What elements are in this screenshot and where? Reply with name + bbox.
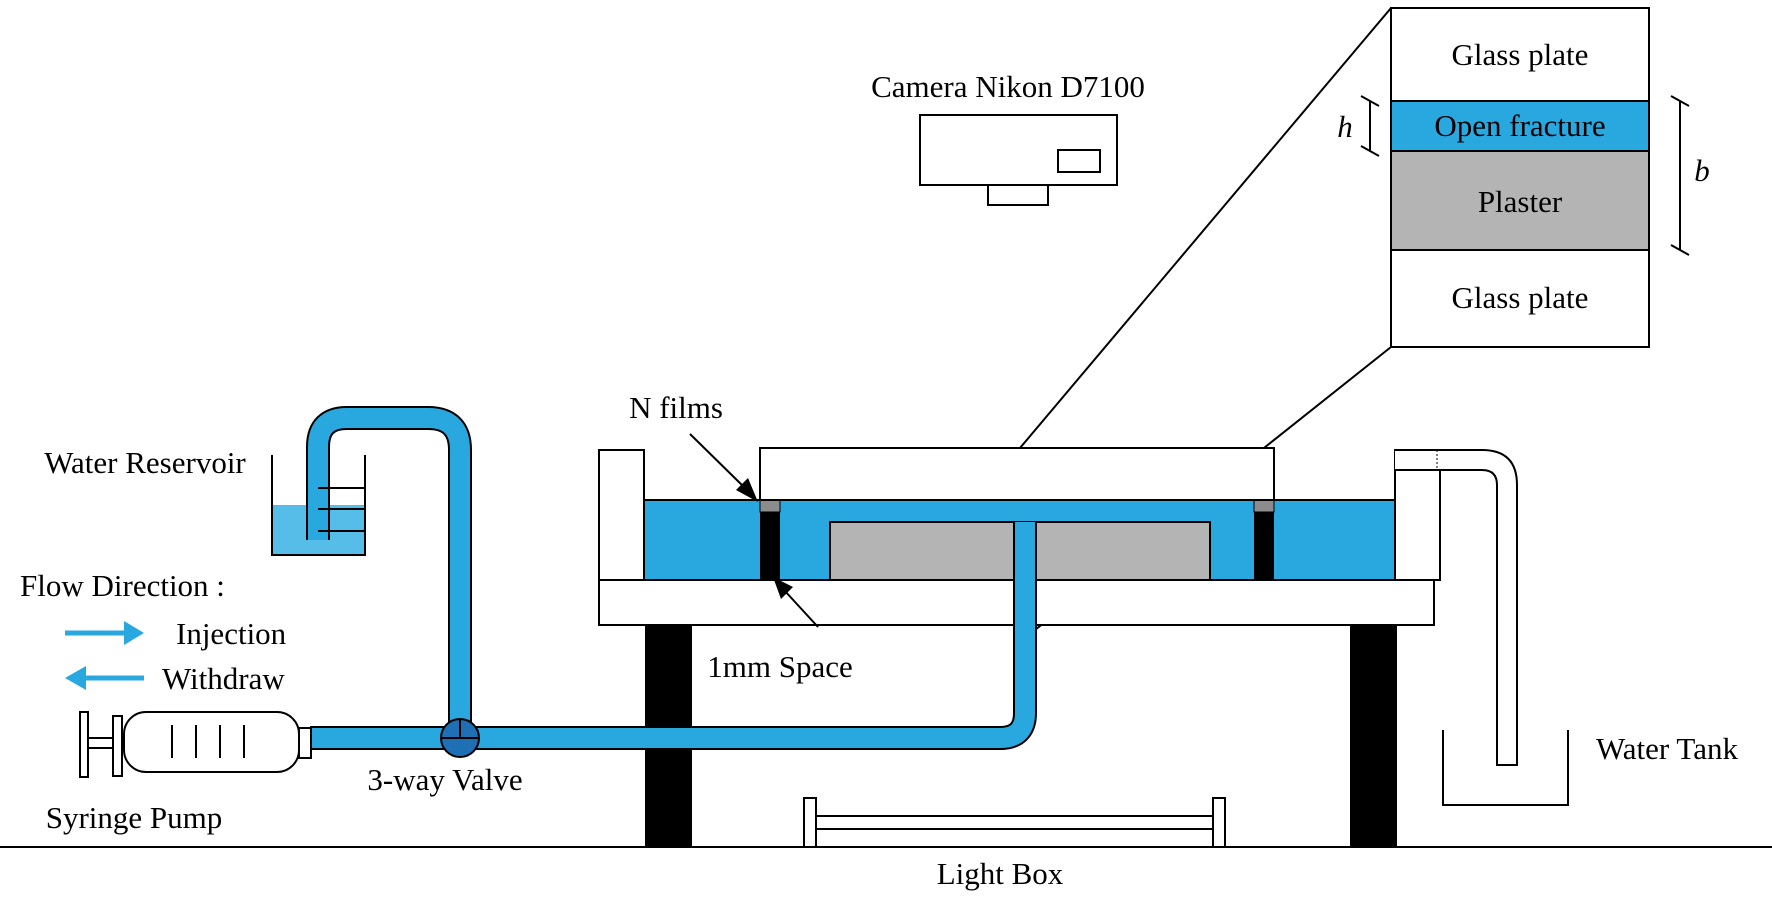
water-reservoir-label: Water Reservoir [44, 445, 246, 480]
injection-label: Injection [176, 616, 287, 651]
camera-label: Camera Nikon D7100 [871, 69, 1145, 104]
glass-plate-top-label: Glass plate [1452, 37, 1589, 72]
flow-direction-label: Flow Direction : [20, 568, 225, 603]
light-box [803, 797, 1226, 848]
n-films-label: N films [629, 390, 723, 425]
spacer-left [760, 500, 780, 580]
spacer-right [1254, 500, 1274, 580]
open-fracture-layer [1390, 100, 1650, 152]
b-dimension [1670, 95, 1690, 256]
zoom-line-top [1019, 7, 1392, 449]
film-left [759, 499, 781, 513]
plaster-label: Plaster [1478, 184, 1563, 219]
water-tank [1442, 730, 1569, 806]
reservoir-scale [318, 487, 365, 532]
film-right [1253, 499, 1275, 513]
main-tubing [308, 408, 1035, 748]
left-wall [598, 449, 645, 581]
three-way-valve-label: 3-way Valve [367, 762, 522, 797]
table-leg-right [1350, 625, 1397, 847]
three-way-valve [440, 718, 480, 758]
light-box-label: Light Box [937, 856, 1064, 891]
b-label: b [1694, 153, 1710, 188]
withdraw-arrow [65, 666, 144, 690]
top-glass-plate [759, 447, 1275, 501]
plaster-layer [1390, 150, 1650, 251]
cross-section-inset [1390, 7, 1650, 348]
h-dimension [1360, 95, 1380, 157]
water-tank-label: Water Tank [1596, 731, 1738, 766]
open-fracture-label: Open fracture [1434, 108, 1605, 143]
syringe-pump [79, 711, 312, 778]
syringe-pump-label: Syringe Pump [46, 800, 223, 835]
n-films-arrow [689, 433, 758, 502]
one-mm-space-label: 1mm Space [707, 649, 853, 684]
withdraw-label: Withdraw [162, 661, 285, 696]
outlet-tube [1395, 449, 1518, 766]
one-mm-space-arrow [773, 577, 819, 628]
glass-plate-bottom-label: Glass plate [1452, 280, 1589, 315]
camera [919, 114, 1118, 206]
injection-arrow [65, 621, 144, 645]
h-label: h [1337, 109, 1353, 144]
